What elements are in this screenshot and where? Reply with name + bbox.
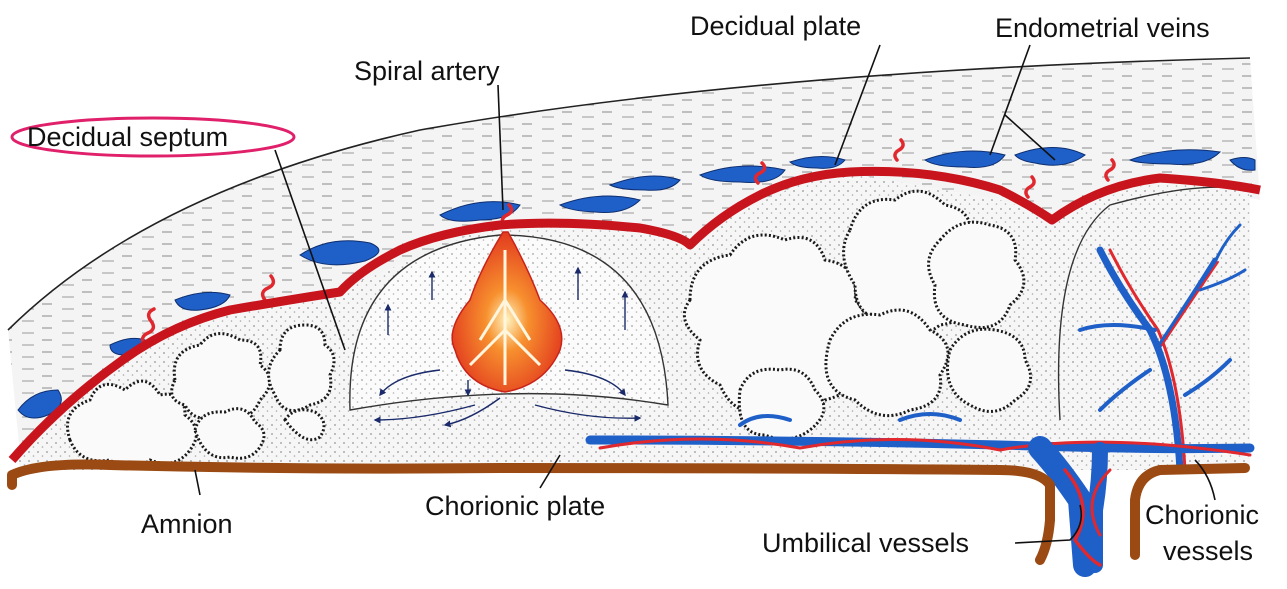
- amnion-line: [7, 459, 1055, 565]
- label-decidual-plate: Decidual plate: [690, 11, 861, 41]
- amnion-line-right: [1130, 463, 1250, 560]
- chorionic-plate-vessels: [585, 412, 1255, 457]
- label-umbilical-vessels: Umbilical vessels: [762, 528, 969, 558]
- label-spiral-artery: Spiral artery: [354, 56, 500, 86]
- label-leaders: [194, 44, 1216, 544]
- label-chorionic-plate: Chorionic plate: [425, 491, 605, 521]
- label-amnion: Amnion: [141, 509, 233, 539]
- label-chorionic-vessels-line1: Chorionic: [1145, 500, 1259, 530]
- blood-jet-streaks: [468, 250, 542, 385]
- endometrial-veins: [17, 147, 1256, 419]
- flow-arrows: [373, 266, 642, 428]
- decidual-plate-line: [8, 166, 1261, 463]
- uterine-outer-edge: [7, 57, 1251, 331]
- label-chorionic-vessels-line2: vessels: [1163, 536, 1253, 566]
- label-endometrial-veins: Endometrial veins: [995, 13, 1210, 43]
- maternal-blood-jet: [451, 231, 563, 393]
- label-decidual-septum: Decidual septum: [27, 122, 228, 152]
- septum-outline-right: [1057, 186, 1251, 421]
- umbilical-cord-vessels: [1028, 436, 1112, 577]
- decidual-septum-highlight: [10, 116, 296, 158]
- villous-tree-left: [66, 323, 336, 469]
- chorionic-vessel-tree: [1078, 223, 1247, 474]
- villous-tree-middle: [682, 189, 1033, 441]
